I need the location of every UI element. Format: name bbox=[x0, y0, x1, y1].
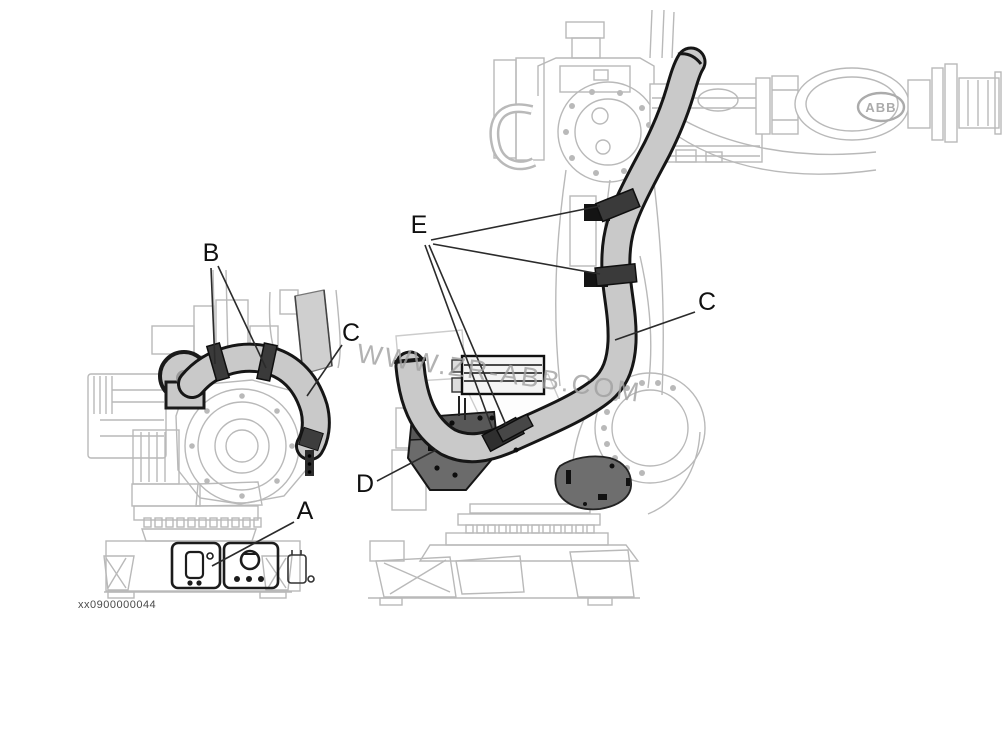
left-hose-clamp-1 bbox=[205, 341, 231, 383]
abb-logo-text: ABB bbox=[865, 100, 896, 115]
base-connector-panel bbox=[170, 541, 315, 590]
callout-e-leader-2 bbox=[432, 243, 601, 275]
right-base-teeth bbox=[465, 524, 595, 534]
wrist-unit: ABB bbox=[755, 63, 1002, 143]
abb-logo-oval bbox=[856, 91, 906, 123]
callout-a-label: A bbox=[297, 497, 314, 525]
right-hose bbox=[393, 46, 707, 464]
callout-e-leader-3 bbox=[428, 244, 507, 426]
hose-inlet-cap bbox=[393, 357, 427, 364]
callouts bbox=[210, 205, 696, 567]
axis2-cover-plate bbox=[554, 455, 632, 511]
callout-a-leader bbox=[211, 521, 295, 567]
callout-d-label: D bbox=[356, 470, 374, 498]
left-base bbox=[103, 429, 301, 599]
callout-c-side-label: C bbox=[698, 288, 716, 316]
callout-b-leader-2 bbox=[217, 265, 267, 369]
left-gear-housing bbox=[175, 379, 309, 505]
callout-labels: A B C C D E bbox=[203, 211, 716, 525]
side-connector-symbol bbox=[287, 550, 315, 584]
left-motor bbox=[87, 373, 167, 459]
right-hose-clamp-3 bbox=[481, 413, 534, 453]
junction-box bbox=[451, 354, 546, 420]
callout-e-label: E bbox=[411, 211, 428, 239]
left-base-teeth bbox=[143, 517, 262, 528]
callout-e-leader-4 bbox=[424, 244, 493, 429]
callout-c-front-label: C bbox=[342, 319, 360, 347]
right-hose-clamp-2 bbox=[584, 263, 638, 287]
left-hose-clamp-2 bbox=[256, 342, 278, 382]
callout-e-leader-1 bbox=[430, 205, 601, 241]
callout-b-leader-1 bbox=[210, 267, 216, 365]
figure-id-caption: xx0900000044 bbox=[78, 599, 157, 611]
callout-c-front-leader bbox=[306, 344, 343, 397]
right-base bbox=[368, 407, 640, 606]
callout-b-label: B bbox=[203, 239, 220, 267]
left-arm-column bbox=[294, 289, 333, 375]
callout-c-side-leader bbox=[614, 311, 696, 341]
left-hose-end-fitting bbox=[298, 426, 324, 476]
left-hose bbox=[158, 341, 331, 476]
callout-d-leader bbox=[376, 449, 437, 482]
